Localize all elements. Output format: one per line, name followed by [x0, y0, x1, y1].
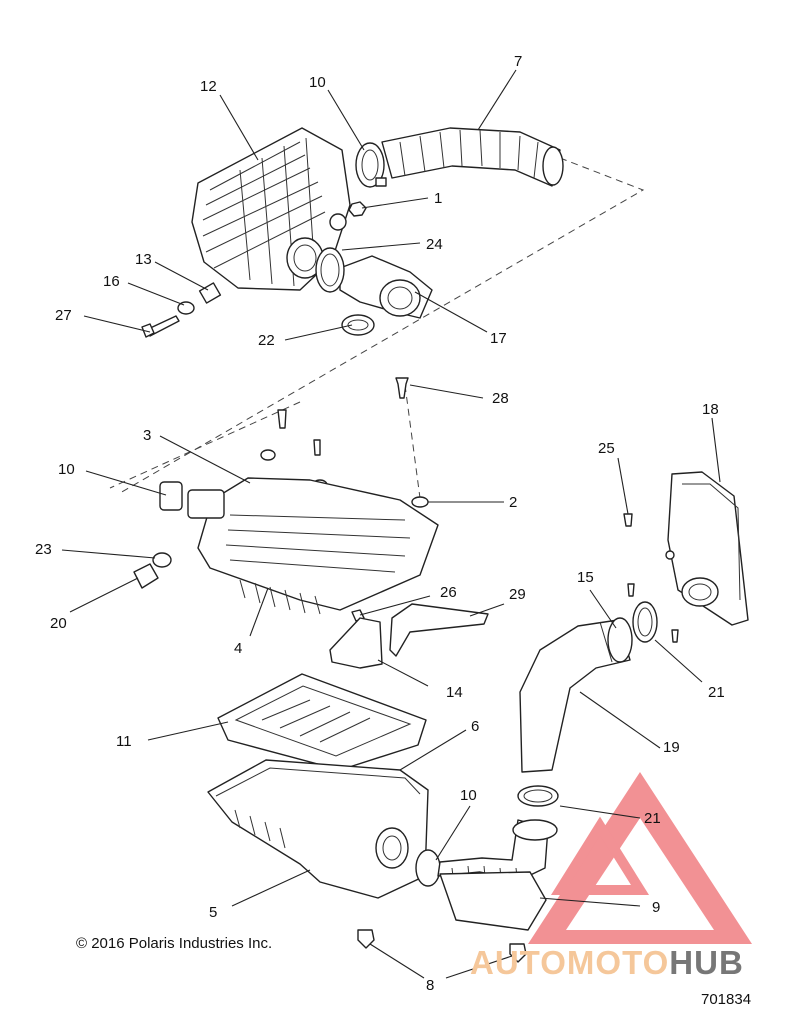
callout-8: 8 [426, 977, 434, 994]
part-21-clamp-lower [517, 785, 559, 807]
callout-25: 25 [598, 440, 615, 457]
part-19-tube [519, 619, 631, 773]
callout-21-lower: 21 [644, 810, 661, 827]
callout-13: 13 [135, 251, 152, 268]
callout-10-bottom: 10 [460, 787, 477, 804]
part-21-clamp-upper [632, 601, 658, 643]
part-24-clamp [315, 247, 345, 293]
part-10-clamp-top [355, 142, 387, 188]
part-8-push-pins [357, 929, 527, 963]
diagram-number: 701834 [701, 991, 752, 1008]
callout-28: 28 [492, 390, 509, 407]
callout-4: 4 [234, 640, 242, 657]
callout-12: 12 [200, 78, 217, 95]
small-fasteners [260, 409, 328, 491]
part-25-screw [623, 513, 679, 643]
part-5-airbox-base [207, 759, 429, 899]
callout-15: 15 [577, 569, 594, 586]
callout-24: 24 [426, 236, 443, 253]
part-13-spacer [198, 282, 222, 304]
leader-lines [61, 69, 721, 979]
watermark-part1: AUTO [470, 944, 567, 981]
part-11-air-filter [217, 673, 427, 771]
watermark-part3: HUB [669, 944, 744, 981]
callout-21-upper: 21 [708, 684, 725, 701]
callout-10-top: 10 [309, 74, 326, 91]
part-20-cap [133, 563, 159, 589]
callouts: 12 10 7 1 24 13 16 27 22 17 28 3 25 18 1… [35, 53, 725, 994]
callout-26: 26 [440, 584, 457, 601]
part-12-airbox-cover [191, 127, 351, 291]
callout-2: 2 [509, 494, 517, 511]
callout-6: 6 [471, 718, 479, 735]
part-14-bracket [329, 617, 383, 669]
callout-27: 27 [55, 307, 72, 324]
part-1-nut [348, 201, 367, 217]
assembly-lines [109, 157, 645, 499]
callout-9: 9 [652, 899, 660, 916]
part-17-elbow-hose [339, 255, 433, 319]
part-18-inlet-housing [665, 471, 749, 626]
watermark-triangle [528, 772, 752, 944]
part-16-washer [177, 301, 195, 315]
part-15-clamp [607, 617, 633, 663]
callout-11: 11 [116, 733, 132, 750]
part-29-bracket [389, 603, 489, 657]
callout-17: 17 [490, 330, 507, 347]
part-10-clamp-bottom [415, 849, 441, 887]
part-4-airbox-lid [159, 477, 439, 615]
part-2-grommet [411, 496, 429, 508]
part-28-screw [395, 377, 409, 399]
part-27-bolt [141, 315, 180, 338]
part-7-intake-duct [381, 127, 564, 187]
callout-29: 29 [509, 586, 526, 603]
callout-10-mid: 10 [58, 461, 75, 478]
part-22-clamp [341, 314, 375, 336]
callout-5: 5 [209, 904, 217, 921]
callout-23: 23 [35, 541, 52, 558]
callout-20: 20 [50, 615, 67, 632]
callout-18: 18 [702, 401, 719, 418]
part-23-clamp [152, 552, 172, 568]
part-9-hose [437, 819, 558, 931]
callout-7: 7 [514, 53, 522, 70]
callout-3: 3 [143, 427, 151, 444]
callout-22: 22 [258, 332, 275, 349]
watermark-part2: MOTO [566, 944, 670, 981]
callout-14: 14 [446, 684, 463, 701]
callout-1: 1 [434, 190, 442, 207]
watermark-logo-text: AUTOMOTOHUB [470, 944, 744, 982]
callout-16: 16 [103, 273, 120, 290]
copyright-text: © 2016 Polaris Industries Inc. [76, 935, 273, 952]
callout-19: 19 [663, 739, 680, 756]
